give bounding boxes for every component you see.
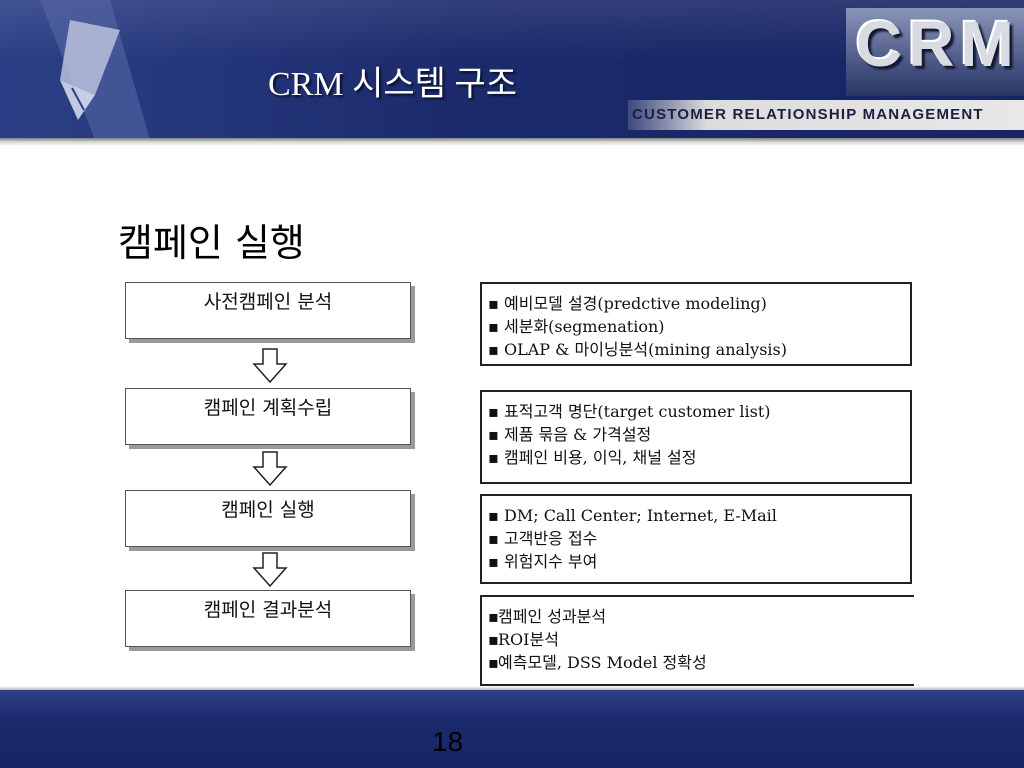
detail-box-pre-analysis: ▪예비모델 설경(predctive modeling) ▪세분화(segmen… — [480, 282, 912, 366]
bullet-icon: ▪ — [488, 653, 499, 672]
step-label: 캠페인 계획수립 — [203, 397, 333, 419]
detail-box-execution: ▪DM; Call Center; Internet, E-Mail ▪고객반응… — [480, 494, 912, 584]
logo-backdrop — [846, 8, 1024, 96]
step-box-execution: 캠페인 실행 — [125, 490, 411, 547]
detail-item: ▪위험지수 부여 — [488, 552, 598, 571]
down-arrow-icon — [252, 348, 288, 384]
bullet-icon: ▪ — [488, 607, 499, 626]
header-banner: CRM 시스템 구조 CRM CUSTOMER RELATIONSHIP MAN… — [0, 0, 1024, 140]
header-divider — [0, 138, 1024, 146]
down-arrow-icon — [252, 451, 288, 487]
detail-item: ▪예비모델 설경(predctive modeling) — [488, 294, 767, 313]
bullet-icon: ▪ — [488, 340, 499, 359]
detail-item: ▪캠페인 비용, 이익, 채널 설정 — [488, 448, 697, 467]
bullet-icon: ▪ — [488, 402, 499, 421]
footer-banner — [0, 690, 1024, 768]
slide-title: CRM 시스템 구조 — [268, 66, 517, 103]
detail-box-result-analysis: ▪캠페인 성과분석 ▪ROI분석 ▪예측모델, DSS Model 정확성 — [480, 595, 914, 686]
page-number: 18 — [432, 726, 464, 757]
step-label: 캠페인 실행 — [221, 499, 315, 521]
bullet-icon: ▪ — [488, 425, 499, 444]
detail-item: ▪제품 묶음 & 가격설정 — [488, 425, 652, 444]
crm-logo: CRM — [856, 8, 1020, 80]
section-title: 캠페인 실행 — [118, 221, 305, 265]
detail-item: ▪OLAP & 마이닝분석(mining analysis) — [488, 340, 787, 359]
bullet-icon: ▪ — [488, 317, 499, 336]
detail-item: ▪예측모델, DSS Model 정확성 — [488, 653, 707, 672]
step-label: 캠페인 결과분석 — [203, 599, 333, 621]
detail-item: ▪세분화(segmenation) — [488, 317, 665, 336]
step-label: 사전캠페인 분석 — [203, 291, 333, 313]
detail-box-planning: ▪표적고객 명단(target customer list) ▪제품 묶음 & … — [480, 390, 912, 484]
down-arrow-icon — [252, 552, 288, 588]
bullet-icon: ▪ — [488, 552, 499, 571]
step-box-pre-analysis: 사전캠페인 분석 — [125, 282, 411, 339]
detail-item: ▪DM; Call Center; Internet, E-Mail — [488, 506, 777, 525]
detail-item: ▪ROI분석 — [488, 630, 559, 649]
detail-item: ▪캠페인 성과분석 — [488, 607, 607, 626]
logo-subtitle: CUSTOMER RELATIONSHIP MANAGEMENT — [632, 106, 984, 123]
logo-subtitle-bar — [628, 100, 1024, 130]
bullet-icon: ▪ — [488, 294, 499, 313]
bullet-icon: ▪ — [488, 630, 499, 649]
bullet-icon: ▪ — [488, 448, 499, 467]
detail-item: ▪고객반응 접수 — [488, 529, 598, 548]
detail-item: ▪표적고객 명단(target customer list) — [488, 402, 771, 421]
fountain-pen-icon — [40, 0, 150, 140]
bullet-icon: ▪ — [488, 529, 499, 548]
step-box-result-analysis: 캠페인 결과분석 — [125, 590, 411, 647]
step-box-planning: 캠페인 계획수립 — [125, 388, 411, 445]
footer-divider — [0, 686, 1024, 692]
bullet-icon: ▪ — [488, 506, 499, 525]
